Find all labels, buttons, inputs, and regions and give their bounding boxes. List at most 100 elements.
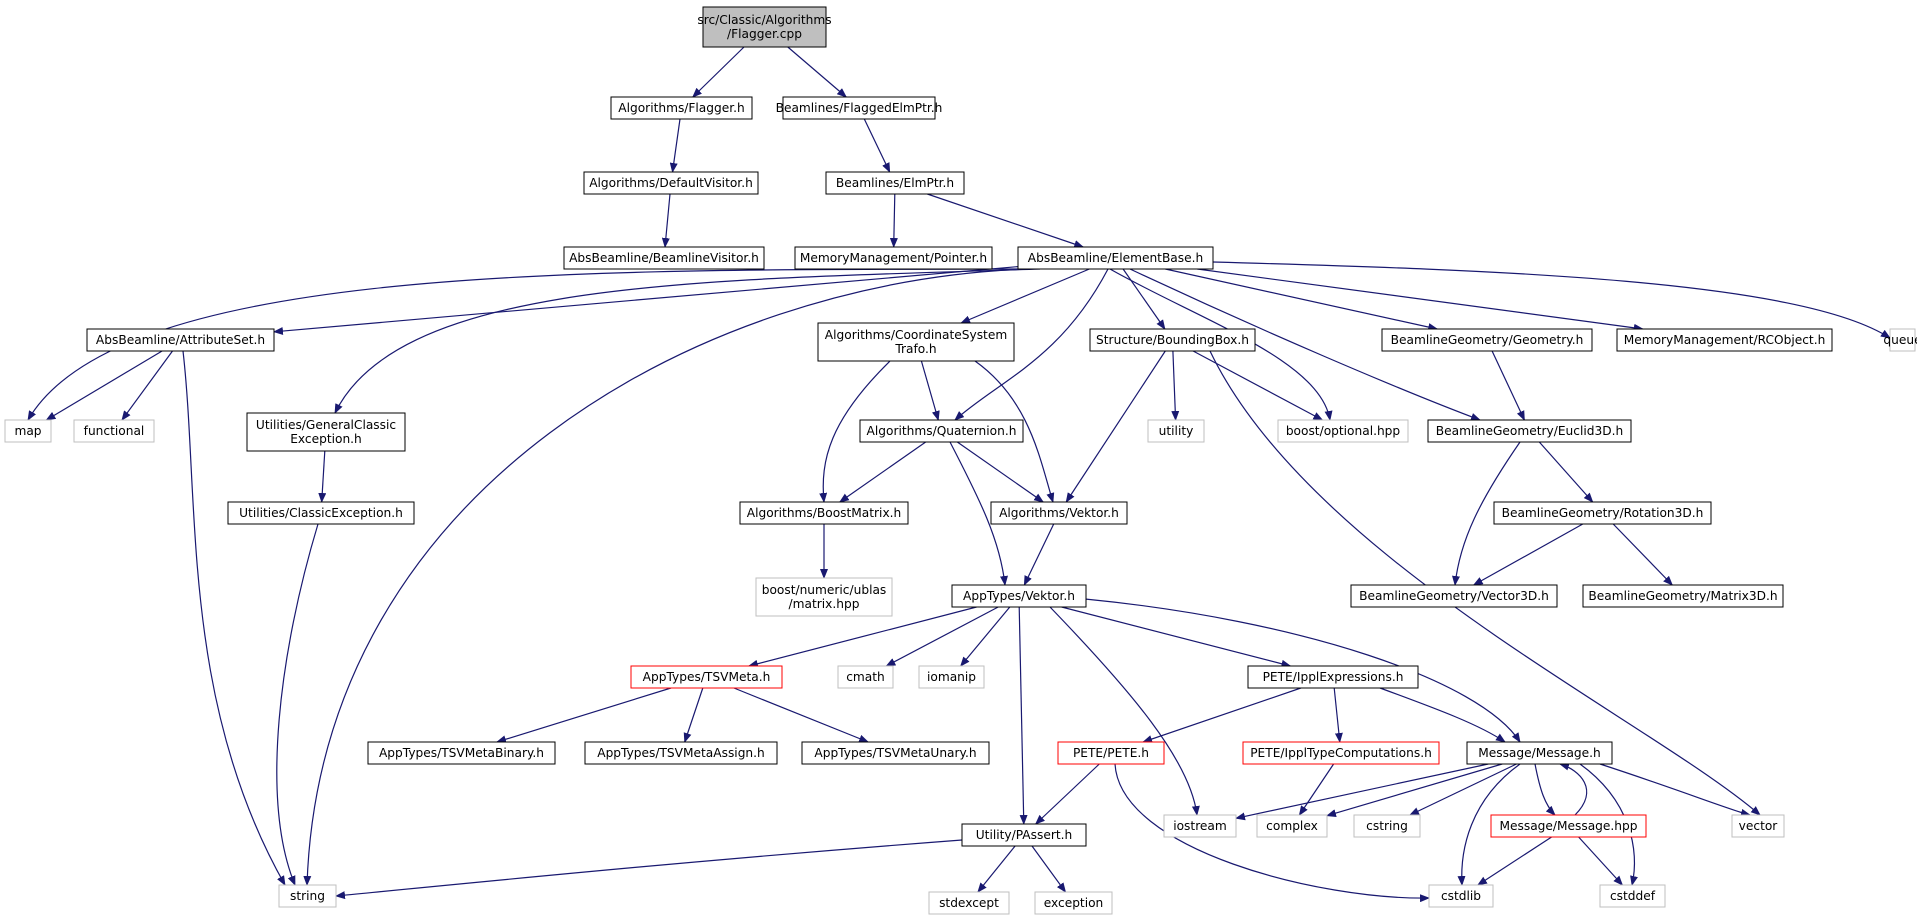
node-stdexcept: stdexcept [928,891,1010,915]
edge-elementbase-to-rcobject [1197,268,1644,332]
edge-geometry-to-euclid3d [1491,350,1525,421]
node-label-classicexc: Utilities/ClassicException.h [239,506,403,520]
node-vektor_alg[interactable]: Algorithms/Vektor.h [990,501,1128,525]
node-quaternion[interactable]: Algorithms/Quaternion.h [859,419,1024,443]
node-flagger_h[interactable]: Algorithms/Flagger.h [610,96,753,120]
node-message_h[interactable]: Message/Message.h [1466,741,1613,765]
node-ipplexpr[interactable]: PETE/IpplExpressions.h [1247,665,1419,689]
node-box-vector [1731,814,1785,838]
node-label-iomanip: iomanip [927,670,976,684]
node-box-utility [1147,419,1205,443]
edge-ipplexpr-to-pete [1142,687,1302,743]
edge-elmptr-to-elementbase [927,193,1085,248]
edge-attributeset-to-string [182,350,286,886]
node-utility: utility [1147,419,1205,443]
node-box-defaultvisitor [583,171,759,195]
node-box-message_h [1466,741,1613,765]
edge-quaternion-to-boostmatrix [838,441,927,503]
edge-tsvmeta-to-tsvunary [733,687,870,743]
node-tsvassign[interactable]: AppTypes/TSVMetaAssign.h [584,741,778,765]
node-label-passert: Utility/PAssert.h [976,828,1072,842]
node-boostmatrix[interactable]: Algorithms/BoostMatrix.h [739,501,909,525]
node-label-exception: exception [1044,896,1104,910]
node-label-optional: boost/optional.hpp [1286,424,1401,438]
node-label-genclassicexc: Exception.h [290,432,362,446]
node-rotation3d[interactable]: BeamlineGeometry/Rotation3D.h [1493,501,1712,525]
node-box-cstring [1353,814,1421,838]
node-label-coordtrafo: Trafo.h [894,342,936,356]
node-box-vector3d [1350,584,1558,608]
edge-euclid3d-to-vector3d [1452,441,1521,586]
node-beamlinevisitor[interactable]: AbsBeamline/BeamlineVisitor.h [563,246,765,270]
node-pete[interactable]: PETE/PETE.h [1057,741,1165,765]
edge-vektor_app-to-iostream [1049,606,1200,816]
node-root[interactable]: src/Classic/Algorithms/Flagger.cpp [697,6,832,48]
node-label-attributeset: AbsBeamline/AttributeSet.h [96,333,265,347]
node-pointer[interactable]: MemoryManagement/Pointer.h [794,246,993,270]
edge-elementbase-to-attributeset [273,266,1019,335]
node-ippltype[interactable]: PETE/IpplTypeComputations.h [1242,741,1440,765]
node-label-root: /Flagger.cpp [727,27,802,41]
edge-coordtrafo-to-quaternion [920,360,940,421]
node-vector: vector [1731,814,1785,838]
node-vektor_app[interactable]: AppTypes/Vektor.h [951,584,1087,608]
edge-flaggedelmptr-to-elmptr [863,118,891,173]
node-euclid3d[interactable]: BeamlineGeometry/Euclid3D.h [1427,419,1632,443]
node-box-cstddef [1599,884,1666,908]
node-box-elmptr [825,171,965,195]
node-label-flaggedelmptr: Beamlines/FlaggedElmPtr.h [776,101,943,115]
node-box-map [4,419,52,443]
node-label-coordtrafo: Algorithms/CoordinateSystem [825,328,1007,342]
node-label-vektor_app: AppTypes/Vektor.h [963,589,1075,603]
node-box-elementbase [1017,246,1214,270]
node-geometry[interactable]: BeamlineGeometry/Geometry.h [1381,328,1593,352]
node-tsvbinary[interactable]: AppTypes/TSVMetaBinary.h [367,741,556,765]
node-message_hpp[interactable]: Message/Message.hpp [1490,814,1647,838]
node-matrix3d[interactable]: BeamlineGeometry/Matrix3D.h [1582,584,1784,608]
node-passert[interactable]: Utility/PAssert.h [961,823,1087,847]
node-label-message_h: Message/Message.h [1478,746,1601,760]
node-cstddef: cstddef [1599,884,1666,908]
node-label-stdexcept: stdexcept [939,896,999,910]
node-string: string [278,884,337,908]
edge-message_h-to-iostream [1235,763,1489,821]
nodes-layer: src/Classic/Algorithms/Flagger.cppAlgori… [4,6,1917,915]
node-label-ipplexpr: PETE/IpplExpressions.h [1263,670,1404,684]
edge-boundingbox-to-optional [1192,350,1324,421]
node-label-utility: utility [1159,424,1194,438]
node-classicexc[interactable]: Utilities/ClassicException.h [227,501,415,525]
edge-passert-to-exception [1031,845,1067,893]
node-defaultvisitor[interactable]: Algorithms/DefaultVisitor.h [583,171,759,195]
edge-vektor_app-to-ipplexpr [1061,606,1292,668]
node-attributeset[interactable]: AbsBeamline/AttributeSet.h [86,328,275,352]
edge-passert-to-string [335,839,963,900]
node-box-beamlinevisitor [563,246,765,270]
edge-classicexc-to-string [276,523,319,886]
node-box-flagger_h [610,96,753,120]
node-rcobject[interactable]: MemoryManagement/RCObject.h [1616,328,1833,352]
node-label-cstddef: cstddef [1610,889,1656,903]
node-label-vector3d: BeamlineGeometry/Vector3D.h [1359,589,1549,603]
node-elmptr[interactable]: Beamlines/ElmPtr.h [825,171,965,195]
node-tsvmeta[interactable]: AppTypes/TSVMeta.h [630,665,783,689]
node-elementbase[interactable]: AbsBeamline/ElementBase.h [1017,246,1214,270]
node-box-cmath [837,665,894,689]
node-box-iomanip [918,665,985,689]
edge-defaultvisitor-to-beamlinevisitor [661,193,671,248]
node-vector3d[interactable]: BeamlineGeometry/Vector3D.h [1350,584,1558,608]
node-box-euclid3d [1427,419,1632,443]
node-queue: queue [1883,328,1917,352]
node-label-boostmatrix: Algorithms/BoostMatrix.h [747,506,902,520]
node-flaggedelmptr[interactable]: Beamlines/FlaggedElmPtr.h [776,96,943,120]
node-label-cstdlib: cstdlib [1441,889,1481,903]
node-label-ublas: /matrix.hpp [789,597,860,611]
edge-pete-to-passert [1034,763,1100,825]
node-box-tsvunary [801,741,990,765]
node-tsvunary[interactable]: AppTypes/TSVMetaUnary.h [801,741,990,765]
edge-message_hpp-to-message_h [1559,762,1588,816]
node-boundingbox[interactable]: Structure/BoundingBox.h [1089,328,1256,352]
node-label-tsvbinary: AppTypes/TSVMetaBinary.h [379,746,544,760]
